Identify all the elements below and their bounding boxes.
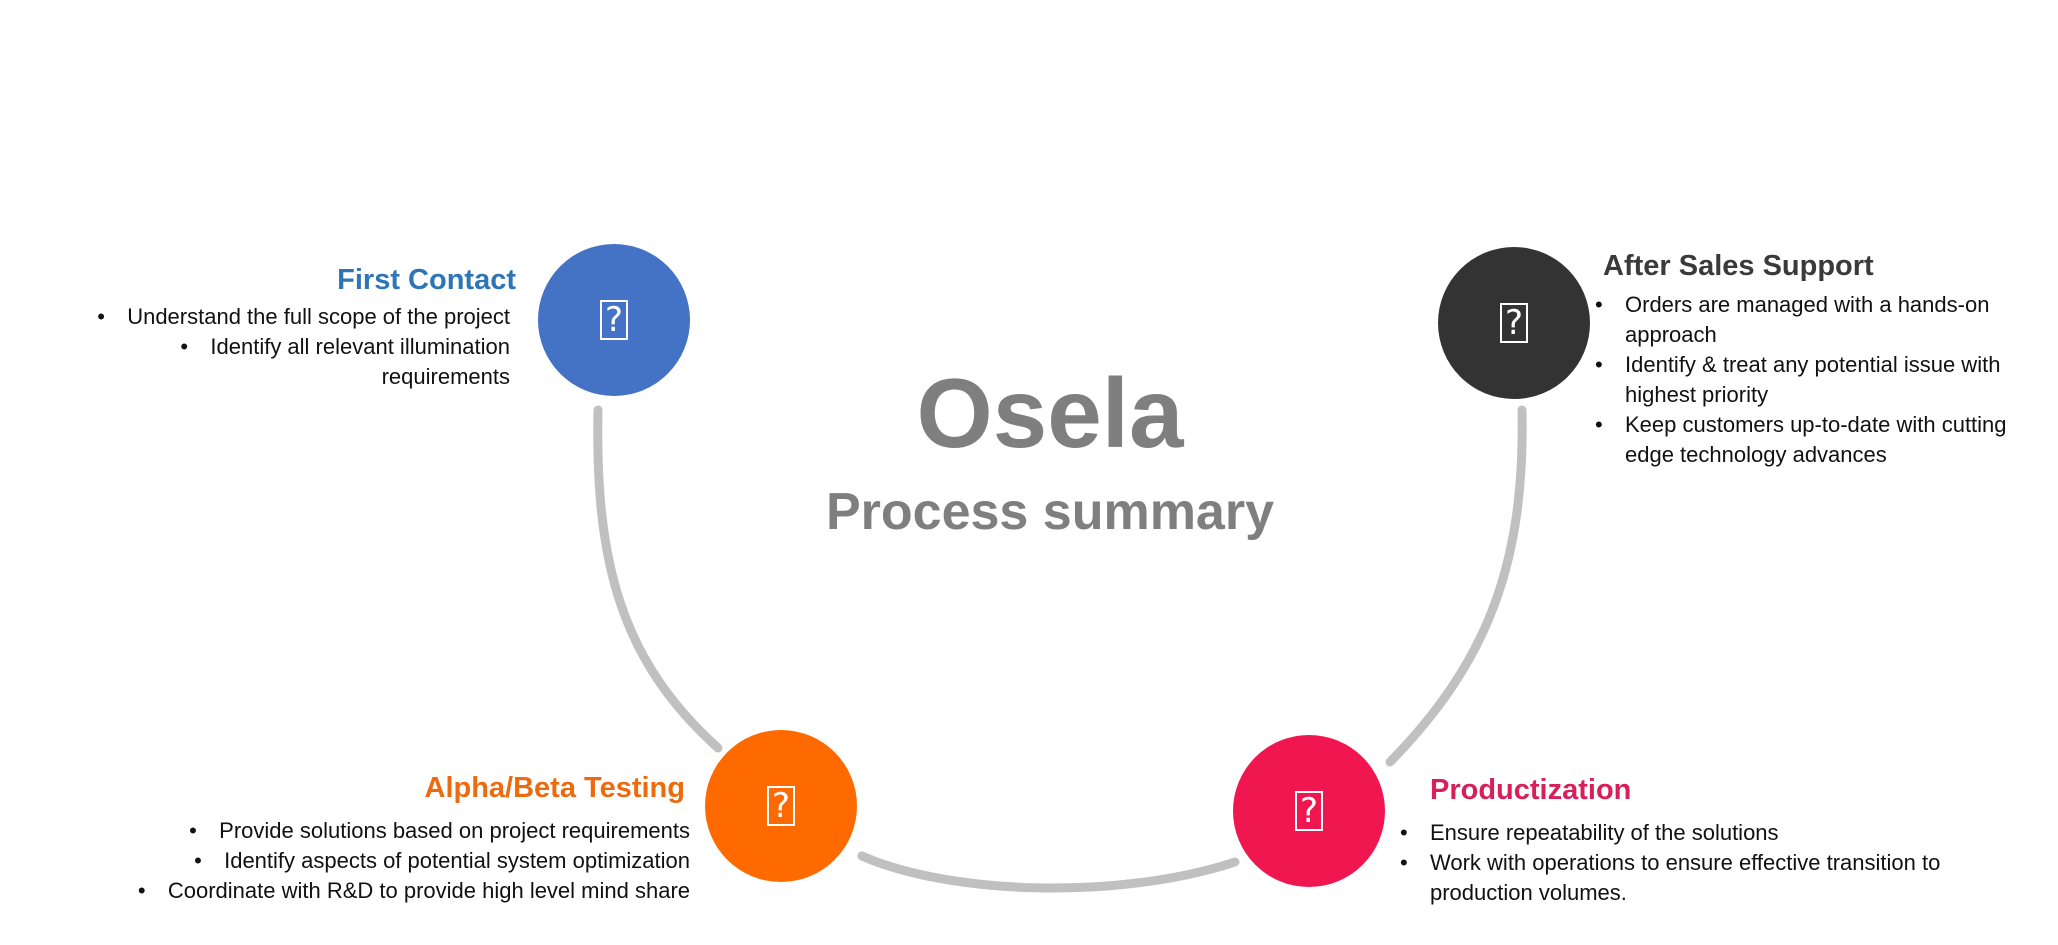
after-sales-block: After Sales Support Orders are managed w… [1595, 248, 2025, 470]
alpha-beta-block: Alpha/Beta Testing Provide solutions bas… [95, 770, 690, 906]
productization-list: Ensure repeatability of the solutions Wo… [1400, 818, 2000, 908]
productization-circle: ? [1233, 735, 1385, 887]
productization-title: Productization [1430, 774, 1632, 806]
placeholder-icon: ? [767, 786, 795, 826]
list-item: Understand the full scope of the project [55, 302, 510, 332]
alpha-beta-circle: ? [705, 730, 857, 882]
placeholder-icon: ? [600, 300, 628, 340]
main-title: Osela [916, 358, 1184, 468]
list-item: Ensure repeatability of the solutions [1400, 818, 2000, 848]
list-item: Identify aspects of potential system opt… [95, 846, 690, 876]
productization-block: Productization Ensure repeatability of t… [1400, 772, 2000, 908]
arc-path-left [593, 405, 723, 753]
first-contact-list: Understand the full scope of the project… [55, 302, 510, 392]
alpha-beta-title: Alpha/Beta Testing [424, 772, 686, 804]
after-sales-circle: ? [1438, 247, 1590, 399]
first-contact-title: First Contact [337, 264, 516, 296]
after-sales-list: Orders are managed with a hands-on appro… [1595, 290, 2025, 470]
subtitle: Process summary [825, 483, 1275, 541]
first-contact-circle: ? [538, 244, 690, 396]
placeholder-icon: ? [1295, 791, 1323, 831]
list-item: Keep customers up-to-date with cutting e… [1595, 410, 2025, 470]
arc-path-bottom [857, 851, 1240, 893]
list-item: Work with operations to ensure effective… [1400, 848, 2000, 908]
list-item: Identify & treat any potential issue wit… [1595, 350, 2025, 410]
arc-path-right [1385, 405, 1527, 767]
list-item: Orders are managed with a hands-on appro… [1595, 290, 2025, 350]
list-item: Provide solutions based on project requi… [95, 816, 690, 846]
placeholder-icon: ? [1500, 303, 1528, 343]
list-item: Identify all relevant illumination requi… [55, 332, 510, 392]
alpha-beta-list: Provide solutions based on project requi… [95, 816, 690, 906]
first-contact-block: First Contact Understand the full scope … [55, 262, 516, 392]
after-sales-title: After Sales Support [1603, 250, 1874, 282]
list-item: Coordinate with R&D to provide high leve… [95, 876, 690, 906]
